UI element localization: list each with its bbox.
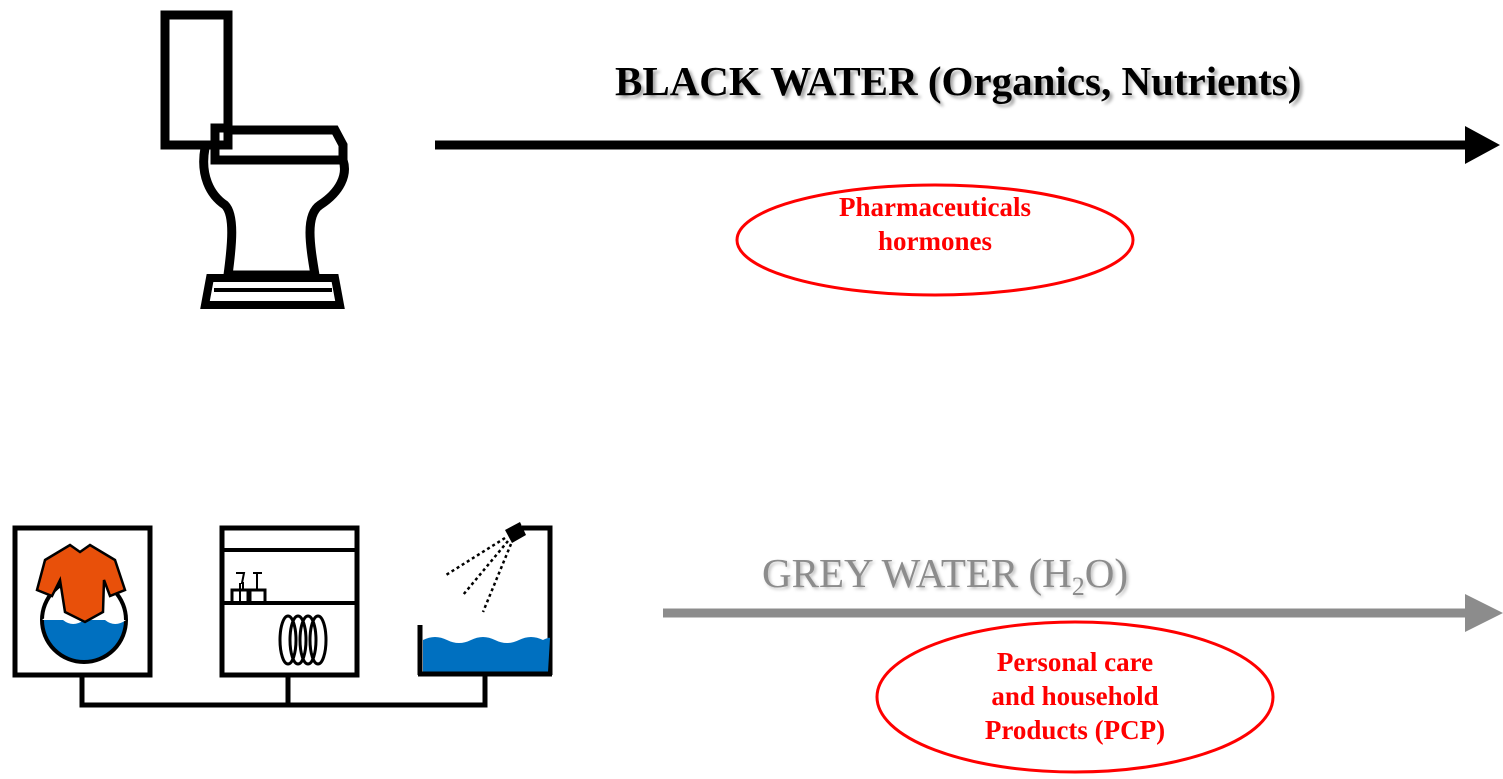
pcp-label: Personal care and household Products (PC… [880, 645, 1270, 747]
black-water-title: BLACK WATER (Organics, Nutrients) [615, 58, 1302, 104]
grey-water-title-subscript: 2 [1071, 572, 1085, 601]
shower-icon [417, 522, 553, 677]
pcp-label-line: and household [991, 681, 1159, 711]
pcp-ellipse [875, 620, 1275, 774]
drain-pipe [79, 675, 488, 708]
pcp-label-line: Products (PCP) [984, 715, 1166, 745]
grey-water-arrow [663, 594, 1503, 632]
toilet-icon [160, 10, 349, 309]
pharmaceuticals-label: Pharmaceuticals hormones [740, 190, 1130, 258]
pharmaceuticals-label-line: hormones [878, 226, 992, 256]
pharmaceuticals-label-line: Pharmaceuticals [839, 192, 1031, 222]
grey-water-title-main: GREY WATER (H [762, 550, 1072, 596]
pcp-label-line: Personal care [996, 647, 1154, 677]
pharmaceuticals-ellipse [735, 183, 1135, 297]
grey-water-title: GREY WATER (H2O) [762, 549, 1128, 602]
black-water-arrow [435, 126, 1500, 164]
washing-machine-icon [12, 525, 153, 678]
grey-water-title-end: O) [1084, 550, 1129, 596]
dishwasher-icon [219, 525, 360, 678]
